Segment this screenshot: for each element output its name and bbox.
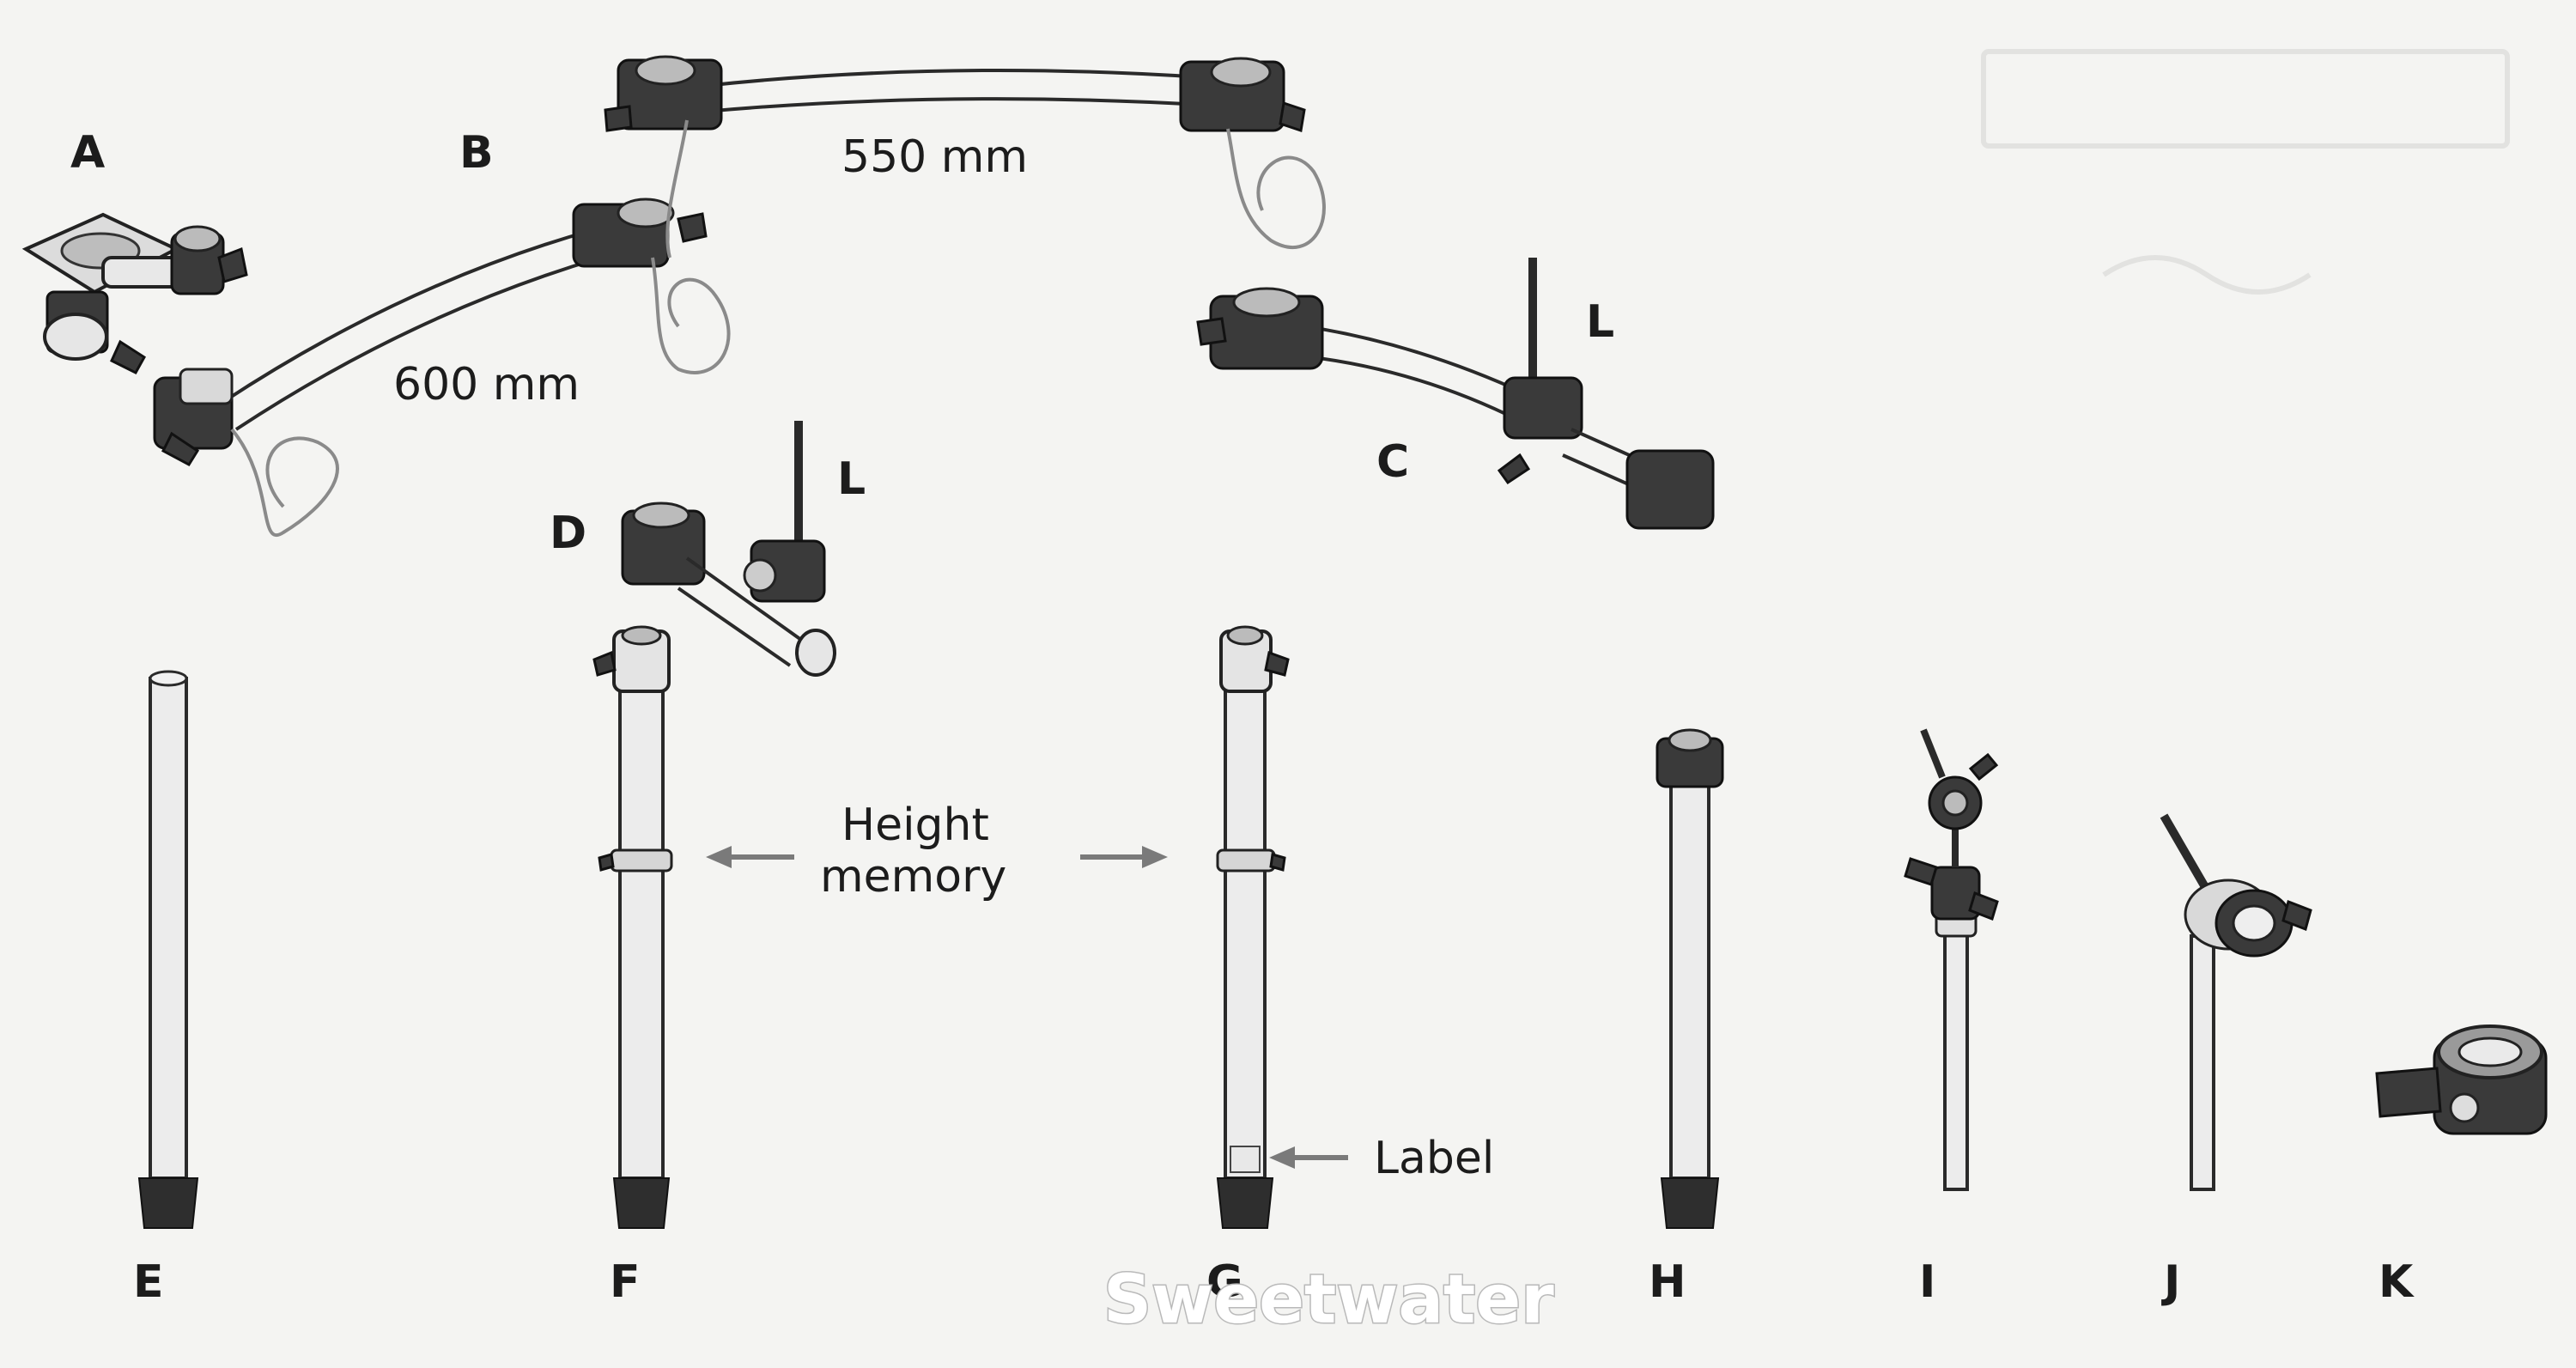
part-g-leg-label: [1216, 625, 1290, 1229]
part-label-h: H: [1649, 1256, 1686, 1308]
part-label-l-upper: L: [1586, 296, 1614, 348]
part-label-g: G: [1206, 1256, 1243, 1308]
annotation-height-memory-line2: memory: [820, 851, 1006, 903]
part-i-cymbal-arm: [1904, 728, 1999, 1191]
part-label-e: E: [133, 1256, 164, 1308]
part-b-curved-arm: [153, 55, 1326, 537]
part-label-c: C: [1376, 436, 1409, 488]
part-label-i: I: [1919, 1256, 1935, 1308]
part-a-mount-plate: [21, 212, 248, 374]
part-label-a: A: [70, 127, 105, 179]
dimension-upper-arm: 550 mm: [841, 131, 1028, 183]
part-k-memory-clamp: [2375, 1024, 2548, 1135]
part-label-b: B: [459, 127, 494, 179]
part-c-angled-arm: [1196, 258, 1715, 530]
part-j-rod-clamp: [2160, 813, 2312, 1191]
part-label-j: J: [2161, 1256, 2180, 1308]
watermark: Sweetwater: [1103, 1262, 1554, 1339]
part-h-leg: [1656, 728, 1724, 1229]
dimension-lower-arm: 600 mm: [393, 359, 580, 410]
annotation-height-memory-line1: Height: [841, 800, 989, 851]
part-label-k: K: [2379, 1256, 2415, 1308]
background-ghosting: [1981, 49, 2510, 295]
part-label-d: D: [550, 508, 586, 559]
part-label-l-lower: L: [837, 453, 866, 505]
annotation-label: Label: [1374, 1133, 1494, 1184]
part-d-clamp-arm: [621, 421, 836, 677]
part-label-f: F: [610, 1256, 641, 1308]
part-e-leg: [137, 670, 199, 1229]
part-f-leg-height-memory: [592, 625, 673, 1229]
label-arrow: [1269, 1146, 1348, 1169]
height-memory-arrows: [706, 846, 1168, 868]
